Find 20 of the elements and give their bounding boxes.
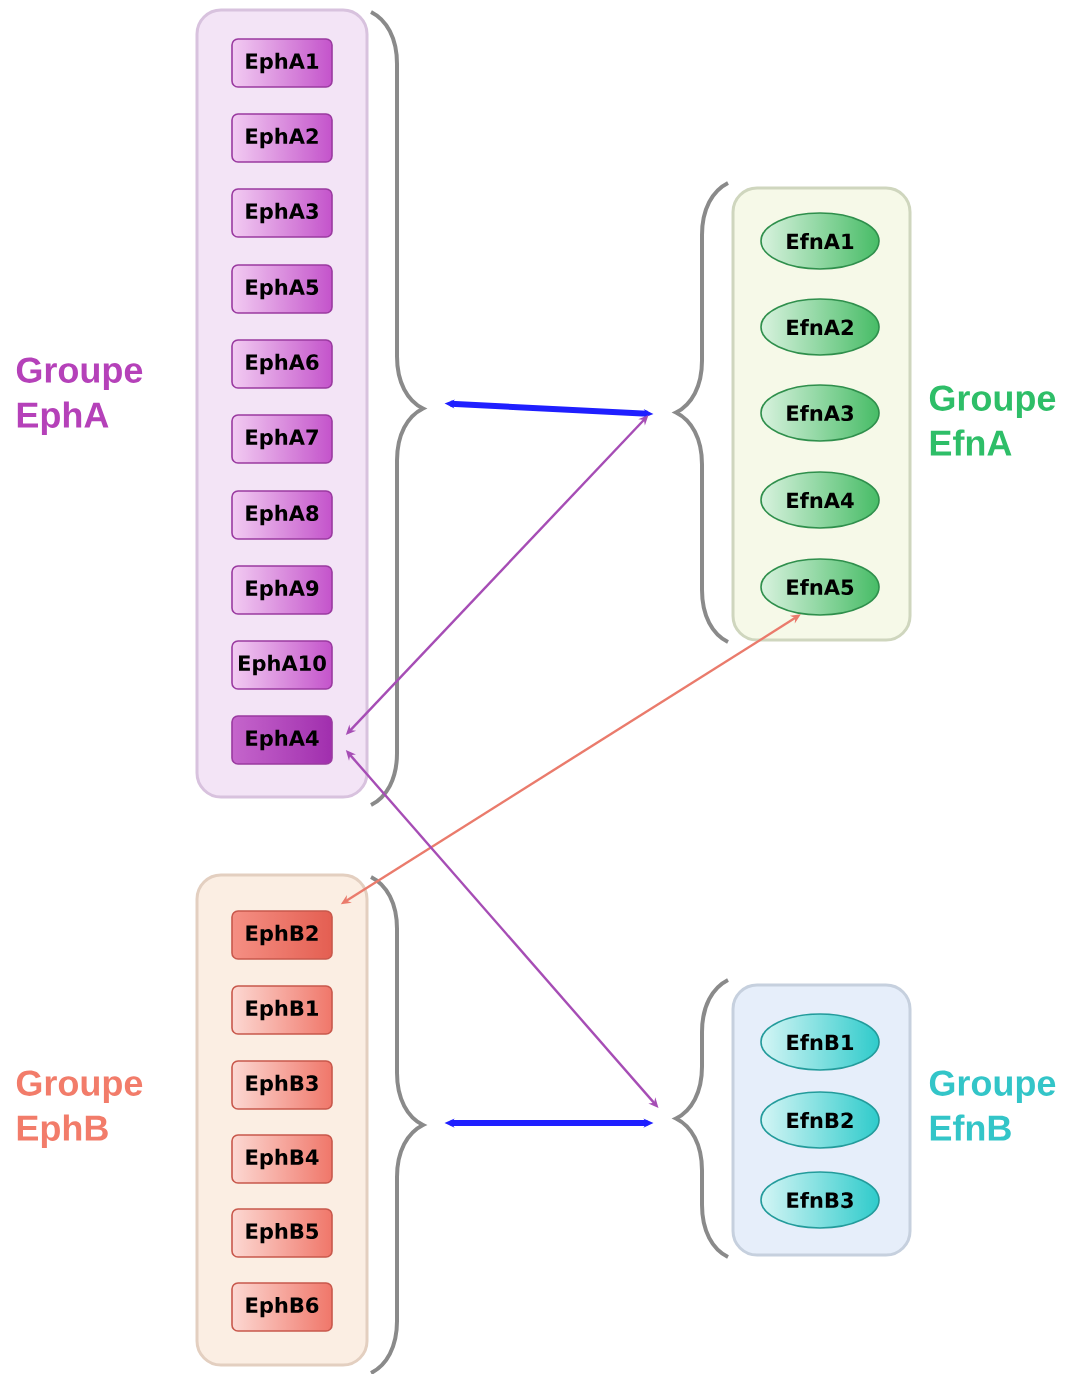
receptor-box: EphA4 [231, 715, 333, 765]
receptor-box: EphB6 [231, 1282, 333, 1332]
group-heading: Groupe EphA [16, 357, 143, 435]
group-heading: Groupe EphB [16, 1070, 143, 1148]
receptor-box: EphB3 [231, 1060, 333, 1110]
group-heading: Groupe EfnA [929, 385, 1056, 456]
receptor-box: EphA6 [231, 339, 333, 389]
receptor-box: EphA7 [231, 414, 333, 464]
receptor-box: EphA9 [231, 565, 333, 615]
receptor-box: EphB2 [231, 910, 333, 960]
receptor-box: EphB5 [231, 1208, 333, 1258]
receptor-box: EphA10 [231, 640, 333, 690]
receptor-box: EphA8 [231, 490, 333, 540]
group-heading: Groupe EfnB [929, 1070, 1056, 1141]
receptor-box: EphB1 [231, 985, 333, 1035]
receptor-box: EphA5 [231, 264, 333, 314]
receptor-box: EphA2 [231, 113, 333, 163]
receptor-box: EphA1 [231, 38, 333, 88]
receptor-box: EphB4 [231, 1134, 333, 1184]
receptor-box: EphA3 [231, 188, 333, 238]
